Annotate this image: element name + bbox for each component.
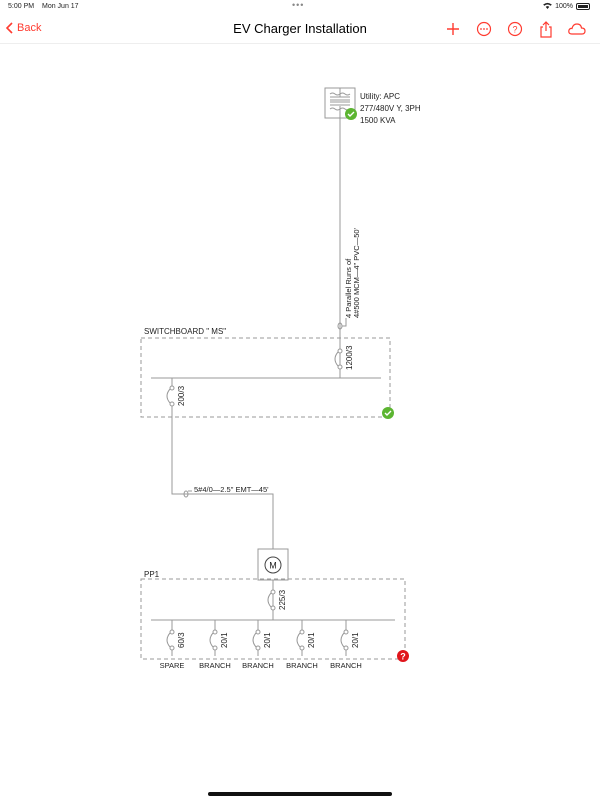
- feeder-breaker-rating: 200/3: [177, 385, 186, 406]
- branch-name: BRANCH: [286, 661, 318, 670]
- ok-status-icon[interactable]: [345, 108, 357, 120]
- utility-voltage: 277/480V Y, 3PH: [360, 104, 421, 113]
- breaker-225-icon[interactable]: [267, 589, 276, 611]
- panel-label: PP1: [144, 570, 160, 579]
- error-status-icon[interactable]: ?: [397, 650, 409, 662]
- branch-breaker-icon[interactable]: [340, 620, 349, 656]
- conduit-leader: [342, 318, 347, 327]
- main-breaker-rating: 1200/3: [345, 345, 354, 370]
- branch-rating: 20/1: [263, 632, 272, 648]
- breaker-200-icon[interactable]: [166, 385, 175, 407]
- share-icon: [540, 20, 552, 38]
- branch-name: BRANCH: [242, 661, 274, 670]
- meter-circle: [264, 556, 282, 574]
- branch-name: BRANCH: [199, 661, 231, 670]
- page-title: EV Charger Installation: [233, 21, 367, 36]
- multitask-dots-icon[interactable]: •••: [292, 0, 305, 10]
- panel-main-breaker-rating: 225/3: [278, 589, 287, 610]
- branch-rating: 60/3: [177, 632, 186, 648]
- branch-rating: 20/1: [351, 632, 360, 648]
- meter-label: M: [269, 561, 277, 571]
- switchboard-label: SWITCHBOARD " MS": [144, 327, 226, 336]
- branch-breaker-icon[interactable]: [296, 620, 305, 656]
- back-button[interactable]: Back: [6, 22, 41, 34]
- add-button[interactable]: [444, 20, 462, 38]
- feeder1-label-2: 4#500 MCM—4" PVC—50': [352, 227, 361, 318]
- svg-text:?: ?: [400, 652, 406, 662]
- branch-rating: 20/1: [307, 632, 316, 648]
- conduit-marker-icon: [183, 490, 189, 498]
- branch-name: BRANCH: [330, 661, 362, 670]
- navigation-bar: Back EV Charger Installation ?: [0, 14, 600, 44]
- branch-breaker-icon[interactable]: [252, 620, 261, 656]
- branch-breaker-icon[interactable]: [209, 620, 218, 656]
- battery-icon: [576, 3, 590, 10]
- status-date: Mon Jun 17: [42, 3, 79, 10]
- question-circle-icon: ?: [507, 21, 523, 37]
- feeder2-label: 5#4/0—2.5" EMT—45': [194, 485, 269, 494]
- branch-name: SPARE: [160, 661, 185, 670]
- branch-rating: 20/1: [220, 632, 229, 648]
- battery-percent: 100%: [555, 3, 573, 10]
- cloud-icon: [568, 23, 586, 35]
- plus-icon: [447, 23, 459, 35]
- chevron-left-icon: [6, 22, 13, 34]
- panel-pp1-enclosure[interactable]: [140, 578, 406, 660]
- switchboard-enclosure[interactable]: [140, 337, 391, 418]
- status-time: 5:00 PM: [8, 3, 35, 10]
- panel-feeder-line[interactable]: [171, 378, 274, 549]
- status-bar: 5:00 PM Mon Jun 17 ••• 100%: [0, 0, 600, 14]
- share-button[interactable]: [537, 20, 555, 38]
- utility-name: Utility: APC: [360, 92, 400, 101]
- svg-text:?: ?: [512, 25, 517, 35]
- transformer-symbol: [330, 88, 350, 118]
- ok-status-icon[interactable]: [382, 407, 394, 419]
- cloud-button[interactable]: [568, 20, 586, 38]
- breaker-1200-icon[interactable]: [334, 348, 343, 370]
- back-label: Back: [17, 22, 42, 34]
- transformer-coils: [329, 92, 351, 111]
- meter-box[interactable]: [257, 548, 289, 581]
- wifi-icon: [543, 2, 552, 11]
- feeder1-label-1: 4 Parallel Runs of: [344, 258, 353, 318]
- ellipsis-circle-icon: [476, 21, 492, 37]
- help-button[interactable]: ?: [506, 20, 524, 38]
- utility-capacity: 1500 KVA: [360, 116, 396, 125]
- more-button[interactable]: [475, 20, 493, 38]
- home-indicator[interactable]: [208, 792, 392, 796]
- branch-breaker-icon[interactable]: [166, 620, 175, 656]
